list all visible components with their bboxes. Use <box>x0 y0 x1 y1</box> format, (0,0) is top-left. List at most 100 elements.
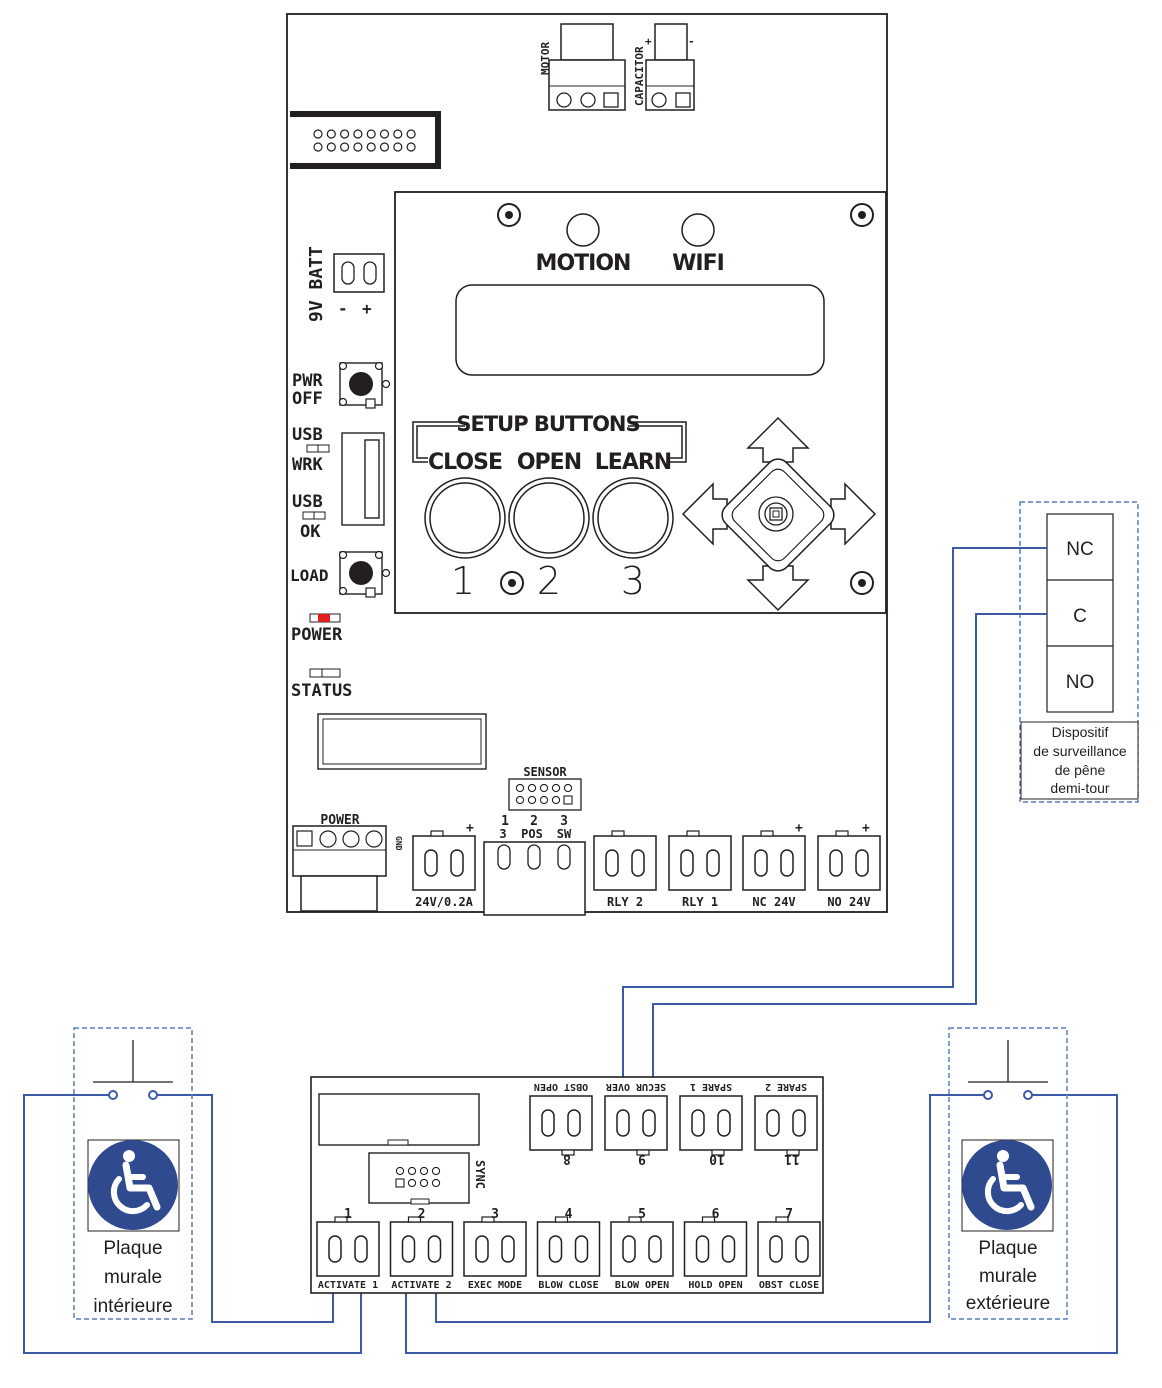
motion-led <box>566 213 600 247</box>
svg-text:murale: murale <box>104 1267 162 1288</box>
wifi-label: WIFI <box>672 251 724 276</box>
svg-text:LEARN: LEARN <box>595 450 671 475</box>
power-connector: POWER GND <box>292 813 403 912</box>
io-terminal-number: 1 <box>344 1207 352 1222</box>
io-terminal-8: OBST OPEN 8 <box>529 1081 593 1166</box>
sensor-header: SENSOR <box>508 765 582 811</box>
setup-buttons-label: SETUP BUTTONS <box>456 412 639 436</box>
motor-connector: MOTOR <box>539 23 626 111</box>
svg-text:+: + <box>795 821 803 836</box>
io-terminal-number: 5 <box>638 1207 646 1222</box>
accessibility-icon[interactable] <box>962 1140 1052 1230</box>
direction-pad[interactable] <box>681 416 877 612</box>
io-terminal-label: SPARE 2 <box>765 1081 807 1092</box>
terminal-nc24v: + NC 24V <box>742 821 806 909</box>
usb-port[interactable] <box>341 432 385 526</box>
bolt-monitoring-device: NC C NO Dispositif de surveillance de pê… <box>1019 501 1139 803</box>
pwr-off-button[interactable]: PWR OFF <box>292 361 391 410</box>
open-button[interactable] <box>508 477 590 559</box>
io-terminal-label: ACTIVATE 1 <box>318 1280 378 1291</box>
svg-text:SW: SW <box>557 827 572 841</box>
terminal-rly2: RLY 2 <box>593 830 657 909</box>
svg-text:PWR: PWR <box>292 371 323 391</box>
io-terminal-label: BLOW OPEN <box>615 1280 669 1291</box>
screw-icon <box>497 203 521 227</box>
svg-text:3: 3 <box>560 814 568 829</box>
main-board: MOTOR CAPACITOR + - 9V BATT - + <box>286 13 888 916</box>
svg-text:OFF: OFF <box>292 389 323 409</box>
screw-icon <box>850 571 874 595</box>
load-button[interactable]: LOAD <box>290 550 391 598</box>
status-led: STATUS <box>291 668 352 701</box>
svg-text:RLY 2: RLY 2 <box>607 895 643 909</box>
svg-text:de pêne: de pêne <box>1055 762 1106 778</box>
accessibility-icon[interactable] <box>88 1140 178 1230</box>
svg-text:extérieure: extérieure <box>966 1293 1051 1314</box>
io-terminal-number: 4 <box>565 1207 573 1222</box>
svg-text:1: 1 <box>451 559 475 603</box>
svg-text:NO 24V: NO 24V <box>827 895 870 909</box>
svg-text:WRK: WRK <box>292 455 323 475</box>
learn-button[interactable] <box>592 477 674 559</box>
capacitor-connector: CAPACITOR + - <box>633 23 695 111</box>
ribbon-header <box>290 111 441 169</box>
svg-text:SYNC: SYNC <box>473 1160 487 1189</box>
svg-text:STATUS: STATUS <box>291 681 352 701</box>
svg-text:+: + <box>362 299 372 318</box>
svg-text:POS: POS <box>521 827 543 841</box>
svg-text:LOAD: LOAD <box>290 566 329 585</box>
svg-text:NC 24V: NC 24V <box>752 895 795 909</box>
io-terminal-label: OBST OPEN <box>534 1081 588 1092</box>
close-button[interactable] <box>424 477 506 559</box>
io-terminal-label: HOLD OPEN <box>688 1280 742 1291</box>
terminal-no24v: + NO 24V <box>817 821 881 909</box>
svg-text:1: 1 <box>501 814 509 829</box>
svg-text:SENSOR: SENSOR <box>523 765 567 779</box>
io-terminal-10: SPARE 110 <box>679 1081 743 1166</box>
svg-text:+: + <box>862 821 870 836</box>
svg-text:POWER: POWER <box>320 813 359 828</box>
svg-text:RLY 1: RLY 1 <box>682 895 718 909</box>
svg-text:Dispositif: Dispositif <box>1052 724 1109 740</box>
power-led: POWER <box>291 613 343 645</box>
no-contact-label: NO <box>1066 672 1095 693</box>
svg-text:murale: murale <box>979 1266 1037 1287</box>
svg-text:de surveillance: de surveillance <box>1033 743 1127 759</box>
svg-text:CLOSE: CLOSE <box>428 450 502 475</box>
io-terminal-label: EXEC MODE <box>468 1280 522 1291</box>
svg-text:+: + <box>645 35 652 48</box>
io-terminal-number: 7 <box>785 1207 793 1222</box>
svg-text:POWER: POWER <box>291 625 343 645</box>
usb-status-leds: USB WRK USB OK <box>292 425 330 542</box>
terminal-sensor: 1 2 3 3 POS SW <box>483 814 586 916</box>
wiring <box>23 547 1118 1354</box>
terminal-rly1: RLY 1 <box>668 830 732 909</box>
io-terminal-number: 9 <box>638 1151 646 1166</box>
io-terminal-11: SPARE 211 <box>754 1081 818 1166</box>
wifi-led <box>681 213 715 247</box>
expansion-slot <box>317 713 487 770</box>
svg-text:USB: USB <box>292 492 323 512</box>
wall-plate-right: Plaque murale extérieure <box>948 1027 1068 1320</box>
sync-header: SYNC <box>368 1152 487 1205</box>
svg-text:intérieure: intérieure <box>93 1296 172 1317</box>
io-terminal-label: SECUR OVER <box>605 1081 666 1092</box>
svg-text:Plaque: Plaque <box>978 1238 1037 1259</box>
io-terminal-number: 2 <box>418 1207 426 1222</box>
svg-text:3: 3 <box>621 559 645 603</box>
c-contact-label: C <box>1073 606 1087 627</box>
svg-text:2: 2 <box>530 814 538 829</box>
io-terminal-9: SECUR OVER 9 <box>604 1081 668 1166</box>
svg-text:+: + <box>466 821 474 836</box>
svg-text:Plaque: Plaque <box>103 1238 162 1259</box>
svg-text:-: - <box>338 299 348 318</box>
io-terminal-number: 8 <box>563 1151 571 1166</box>
capacitor-label: CAPACITOR <box>633 46 646 106</box>
